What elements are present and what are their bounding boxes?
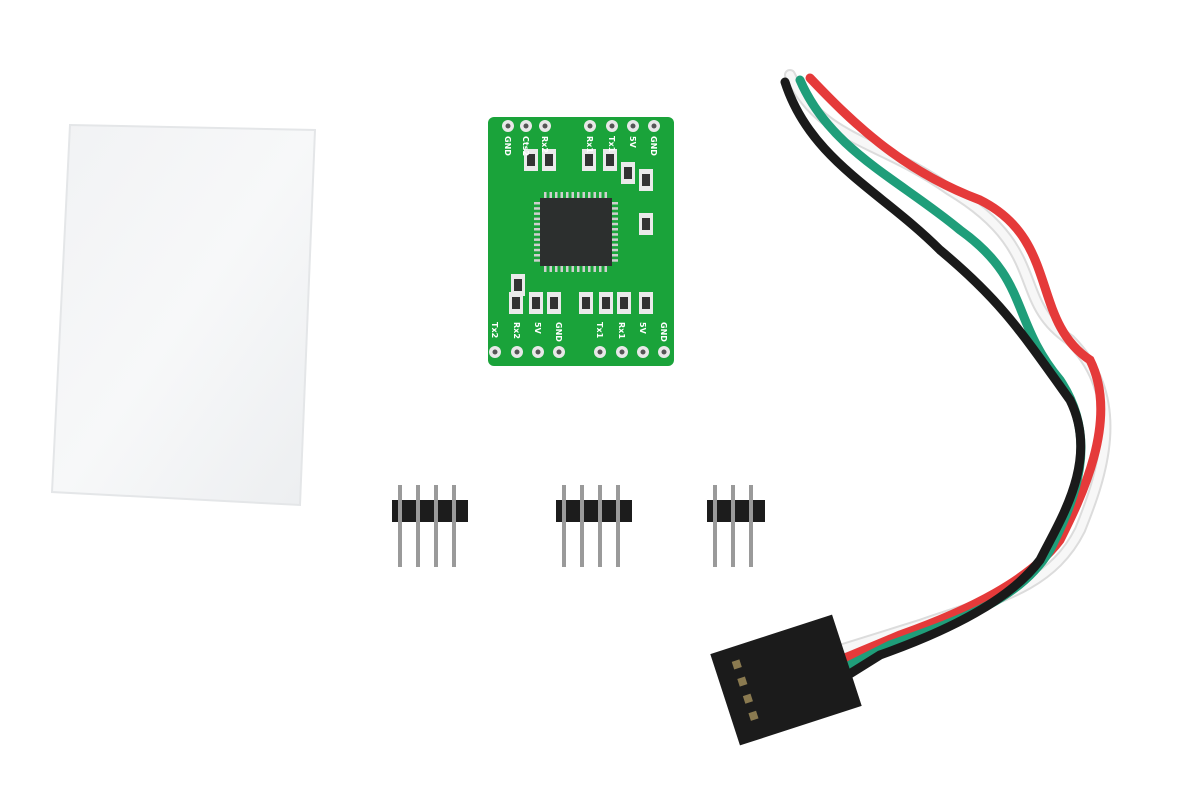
heat-shrink-film <box>50 123 317 507</box>
header-pin <box>580 485 584 567</box>
header-pin <box>452 485 456 567</box>
pin-label: Tx1 <box>595 322 604 339</box>
pad-hole <box>535 349 541 355</box>
pad-hole <box>640 349 646 355</box>
header-pin <box>398 485 402 567</box>
pad-hole <box>609 123 615 129</box>
header-pin <box>731 485 735 567</box>
pad-hole <box>651 123 657 129</box>
pad-hole <box>492 349 498 355</box>
pin-label: 5V <box>638 322 647 335</box>
chip <box>540 198 612 266</box>
four-wire-cable <box>710 69 1112 746</box>
pad-hole <box>514 349 520 355</box>
pin-label: 5V <box>533 322 542 335</box>
header-pin <box>616 485 620 567</box>
pin-label: 5V <box>628 136 637 149</box>
pin-label: Tx2 <box>490 322 499 338</box>
pin-label: GND <box>503 136 512 156</box>
serial-converter-board: GND Cts2 Rx2 Rx1 Tx1 5V GND Tx2 Rx2 5V G… <box>488 117 674 366</box>
pad-hole <box>597 349 603 355</box>
pin-label: Rx1 <box>585 136 594 153</box>
pin-label: GND <box>659 322 668 342</box>
pin-label: Rx2 <box>540 136 549 153</box>
pin-label: Cts2 <box>521 136 530 156</box>
pin-label: GND <box>649 136 658 156</box>
pad-hole <box>619 349 625 355</box>
wire <box>805 73 1106 665</box>
header-pin <box>562 485 566 567</box>
header-pin <box>434 485 438 567</box>
wire <box>780 77 1086 685</box>
pin-label: Rx1 <box>617 322 626 339</box>
header-pin <box>749 485 753 567</box>
bottom-pin-labels: Tx2 Rx2 5V GND Tx1 Rx1 5V GND <box>490 322 668 342</box>
pad-hole <box>587 123 593 129</box>
header-pin <box>713 485 717 567</box>
pin-label: Rx2 <box>512 322 521 339</box>
top-pin-labels: GND Cts2 Rx2 Rx1 Tx1 5V GND <box>503 136 658 156</box>
pad-hole <box>630 123 636 129</box>
pad-hole <box>542 123 548 129</box>
pin-header-4 <box>556 485 632 567</box>
pin-header-4 <box>392 485 468 567</box>
pad-hole <box>523 123 529 129</box>
pin-label: GND <box>554 322 563 342</box>
connector-housing <box>710 614 862 746</box>
pin-header-3 <box>707 485 765 567</box>
pad-hole <box>661 349 667 355</box>
pin-label: Tx1 <box>607 136 616 153</box>
header-pin <box>416 485 420 567</box>
pad-hole <box>556 349 562 355</box>
pad-hole <box>505 123 511 129</box>
header-pin <box>598 485 602 567</box>
